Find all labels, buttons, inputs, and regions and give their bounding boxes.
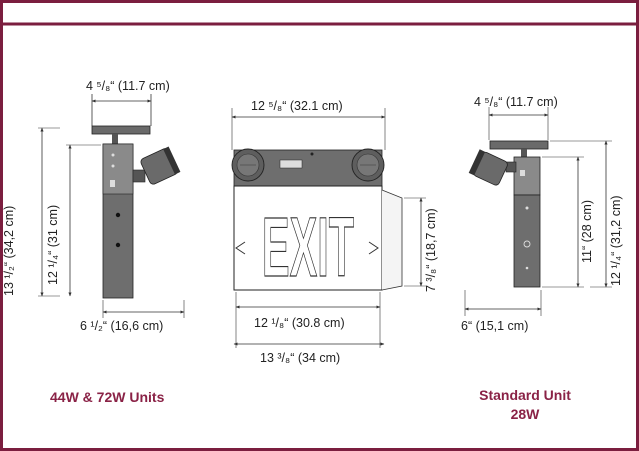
- right-overall-height-label: 12 ¹/₄“ (31,2 cm): [609, 195, 623, 286]
- right-unit-caption-line1: Standard Unit: [479, 387, 571, 403]
- left-overall-height-label: 13 ¹/₂“ (34,2 cm): [2, 205, 16, 296]
- left-side-view: [38, 94, 185, 318]
- exit-sign-text: EXIT: [262, 200, 354, 294]
- right-bottom-depth-label: 6“ (15,1 cm): [461, 319, 529, 333]
- left-bottom-depth-label: 6 ¹/₂“ (16,6 cm): [80, 319, 164, 333]
- right-top-width-label: 4 ⁵/₈“ (11.7 cm): [474, 95, 558, 109]
- right-inner-height-label: 11“ (28 cm): [580, 200, 594, 263]
- front-height-label: 7 ³/₈“ (18,7 cm): [424, 208, 438, 292]
- front-top-width-label: 12 ⁵/₈“ (32.1 cm): [251, 99, 343, 113]
- left-inner-height-label: 12 ¹/₄“ (31 cm): [46, 204, 60, 285]
- right-unit-caption-line2: 28W: [510, 405, 540, 422]
- front-inner-width-label: 12 ¹/₈“ (30.8 cm): [254, 316, 345, 330]
- front-view: [231, 108, 426, 348]
- front-overall-width-label: 13 ³/₈“ (34 cm): [260, 351, 341, 365]
- right-side-view: [464, 107, 612, 316]
- right-unit-caption: Standard Unit 28W: [455, 386, 595, 424]
- left-unit-caption: 44W & 72W Units: [50, 389, 165, 405]
- left-top-width-label: 4 ⁵/₈“ (11.7 cm): [86, 79, 170, 93]
